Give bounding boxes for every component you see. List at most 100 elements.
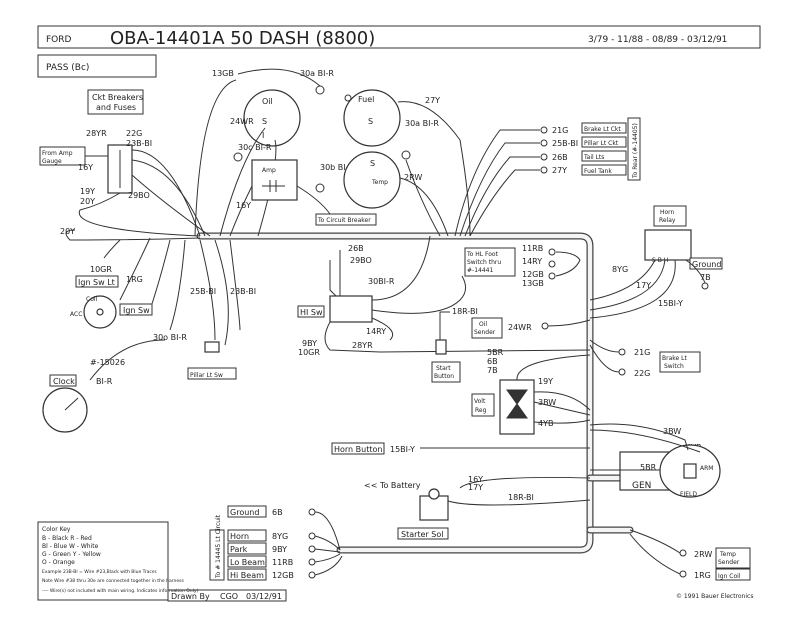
temp-label: Temp (371, 179, 388, 186)
circuit-breaker-box (315, 213, 377, 226)
ign-sw-label: Ign Sw (123, 306, 150, 315)
fuel-tank-label: Fuel Tank (584, 168, 612, 175)
brake-switch-label-2: Switch (664, 363, 684, 370)
wire-7b: 7B (700, 273, 711, 282)
wire-6b: 6B (487, 357, 498, 366)
amp-label: Amp (262, 167, 276, 174)
ign-coil-terminal: Coil (86, 296, 98, 303)
temp-sender-label-1: Temp (719, 551, 736, 558)
ign-acc-terminal: ACC (70, 311, 82, 318)
wire-29bo-mid: 29BO (350, 256, 372, 265)
wire-3bw-reg: 3BW (538, 398, 556, 407)
wire-15bi-y-horn: 15BI-Y (390, 445, 415, 454)
fuel-label: Fuel (358, 95, 374, 104)
wire-27y-top: 27Y (425, 96, 440, 105)
wire-14ry-mid: 14RY (366, 327, 386, 336)
wire-11rb-b: 11RB (272, 558, 293, 567)
drawn-initials: CGO (220, 592, 238, 601)
ground-bottom-box (227, 505, 267, 518)
brake-switch-label-1: Brake Lt (662, 355, 687, 362)
drawn-by-label: Drawn By (171, 592, 210, 601)
wire-9by: 9BY (302, 339, 317, 348)
svg-text:S: S (368, 117, 373, 126)
wire-10gr-mid: 10GR (298, 348, 320, 357)
amp-gauge (251, 159, 298, 201)
ign-sw-lt-label: Ign Sw Lt (78, 278, 115, 287)
starter-solenoid (419, 495, 449, 521)
temp-sender-label-2: Sender (718, 559, 740, 566)
to-battery: << To Battery (364, 481, 421, 490)
wire-16y: 16Y (78, 163, 93, 172)
ign-sw-lt-box (75, 275, 119, 288)
volt-reg-label-1: Volt (474, 398, 486, 405)
wire-3bw: 3BW (663, 427, 681, 436)
brake-switch-box (659, 351, 701, 373)
wire-22g: 22G (126, 129, 142, 138)
wire-8yg-b: 8YG (272, 532, 288, 541)
temp-sender-box (715, 547, 751, 569)
wire-11rb: 11RB (522, 244, 543, 253)
oil-sender-label-2: Sender (474, 329, 496, 336)
start-button (435, 339, 447, 355)
start-button-label-1: Start (436, 365, 451, 372)
wire-26b-mid: 26B (348, 244, 364, 253)
wire-2rw: 2RW (404, 173, 422, 182)
lo-beam-label: Lo Beam (230, 558, 265, 567)
ign-sw-box (119, 303, 153, 316)
hi-sw-box (297, 305, 325, 318)
wire-12gb: 12GB (522, 270, 544, 279)
subtitle-box (37, 54, 157, 78)
armature-terminal: ARM (700, 465, 713, 472)
wire-21g-right: 21G (634, 348, 650, 357)
brake-lt-ckt-label: Brake Lt Ckt (584, 126, 621, 133)
oil-sender-label-1: Oil (479, 321, 487, 328)
ground-right-label: Ground (692, 260, 721, 269)
svg-text:S: S (262, 117, 267, 126)
volt-reg-label-2: Reg (475, 407, 487, 414)
color-key-title: Color Key (42, 526, 71, 533)
starter-sol-label: Starter Sol (401, 530, 444, 539)
wire-13gb-right: 13GB (522, 279, 544, 288)
part-15026: #-15026 (90, 358, 125, 367)
to-rear-box (627, 117, 641, 181)
ign-coil-label: Ign Coil (718, 573, 741, 580)
wire-23b-bi2: 23B-BI (230, 287, 256, 296)
color-key-legend: ---- Wire(s) not included with main wiri… (42, 588, 199, 594)
clock-label: Clock (53, 377, 75, 386)
horn-button-box (331, 442, 385, 455)
wire-24wr: 24WR (230, 117, 254, 126)
wire-5br: 5BR (487, 348, 504, 357)
amp-gauge-label-1: From Amp (42, 150, 73, 157)
subtitle: PASS (Bc) (46, 63, 89, 73)
pillar-sw-label: Pillar Lt Sw (190, 372, 223, 379)
wire-12gb-b: 12GB (272, 571, 294, 580)
oil-sender-box (471, 317, 503, 339)
fuel-gauge (343, 89, 401, 147)
amp-gauge-label-2: Gauge (42, 158, 62, 165)
horn-label: Horn (230, 532, 249, 541)
header-dates: 3/79 - 11/88 - 08/89 - 03/12/91 (588, 35, 727, 45)
wire-22g-right: 22G (634, 369, 650, 378)
ckt-breakers-label-1: Ckt Breakers (92, 93, 143, 102)
hi-beam-label: Hi Beam (230, 571, 264, 580)
pillar-switch (204, 341, 220, 353)
wire-26b: 26B (552, 153, 568, 162)
header-title: OBA-14401A 50 DASH (8800) (110, 28, 375, 49)
wire-7b-mid: 7B (487, 366, 498, 375)
wire-bir-clock: BI-R (96, 377, 113, 386)
horn-relay-label-1: Horn (660, 209, 675, 216)
color-key-note: Note Wire #38 thru 30e are connected tog… (42, 578, 184, 584)
wire-30bir-mid: 30BI-R (368, 277, 395, 286)
wire-30a-bir-oil: 30a BI-R (405, 119, 439, 128)
header-frame (37, 25, 761, 49)
wire-25b-bi: 25B-BI (190, 287, 216, 296)
color-key-line1: B - Black R - Red (42, 535, 92, 542)
pillar-sw-box (187, 367, 237, 380)
wire-21g: 21G (552, 126, 568, 135)
header-make: FORD (46, 35, 72, 45)
color-key-line4: O - Orange (42, 559, 75, 566)
svg-text:I: I (262, 131, 264, 140)
wire-17y-bat: 17Y (468, 483, 483, 492)
wire-15bi-y: 15BI-Y (658, 299, 683, 308)
